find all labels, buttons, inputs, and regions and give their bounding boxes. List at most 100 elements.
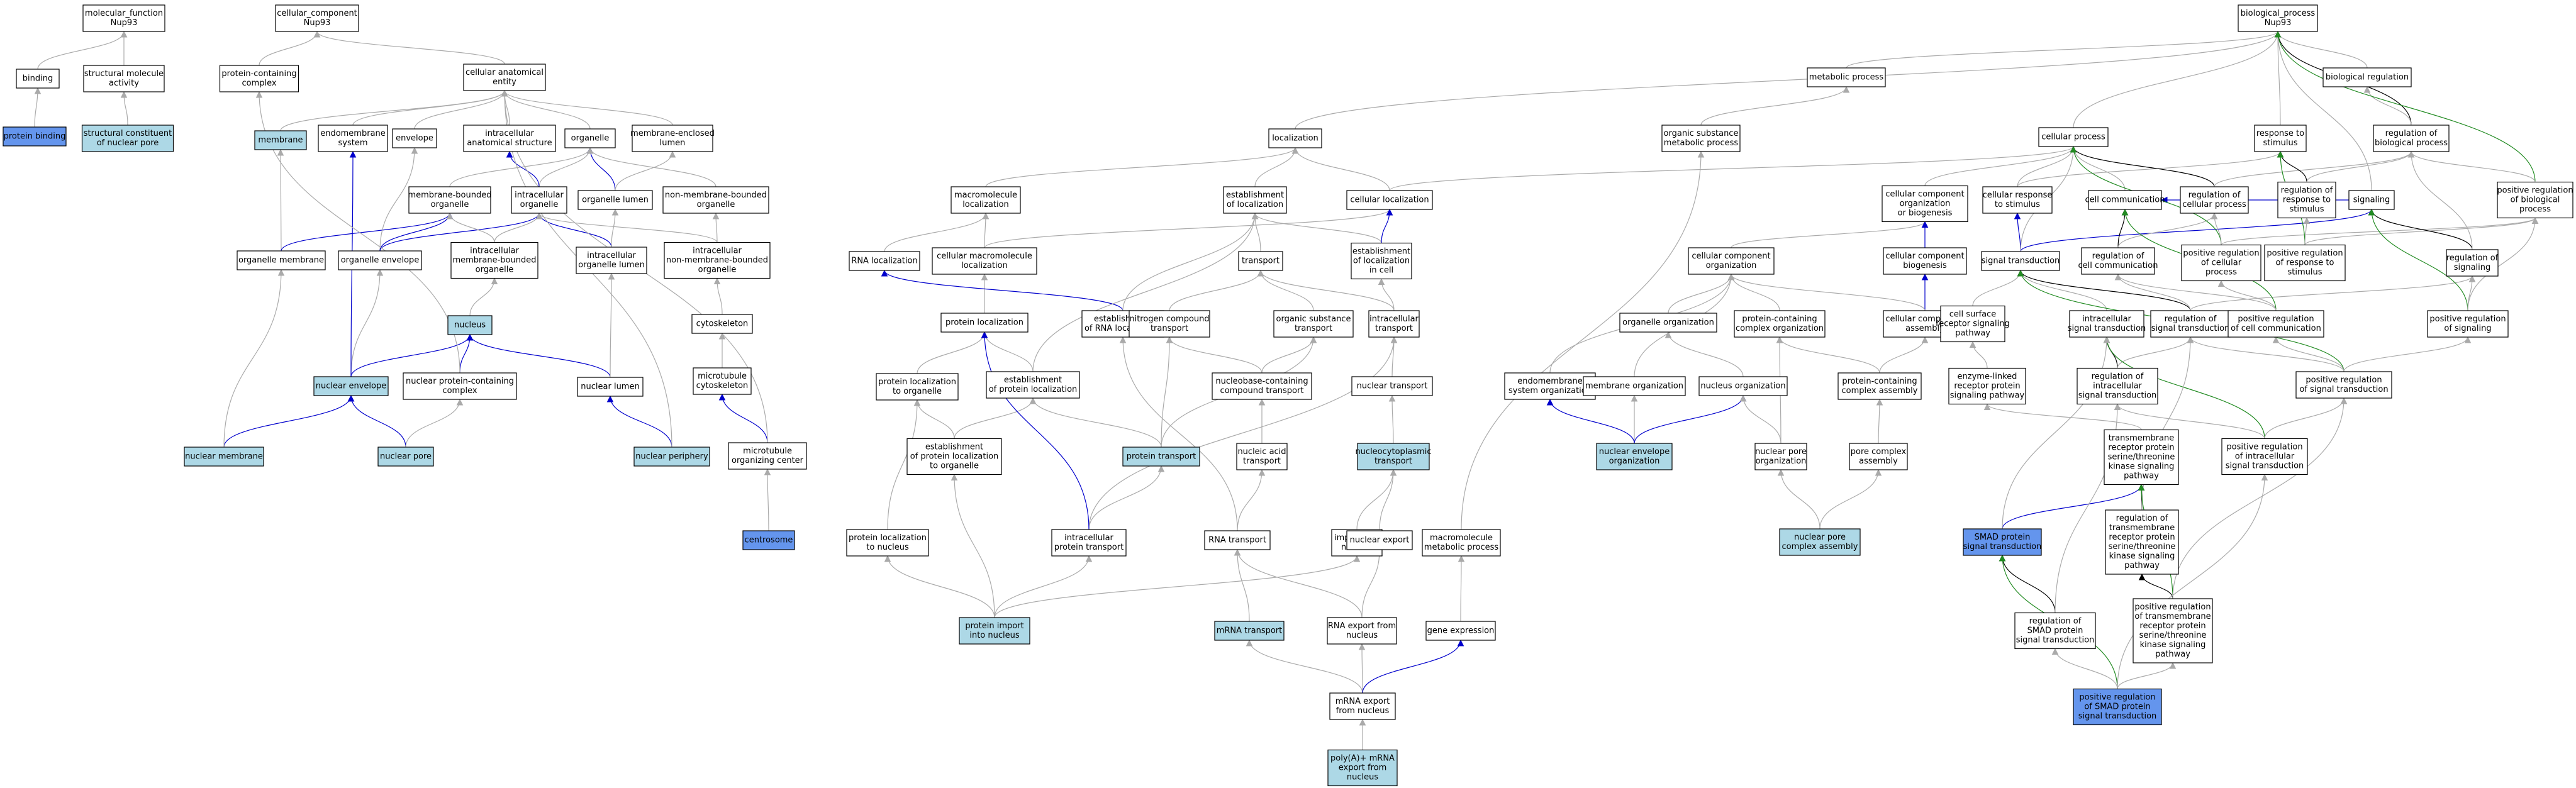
go-term-node-protein_binding[interactable]: protein binding — [3, 126, 67, 147]
go-term-node-organelle_env[interactable]: organelle envelope — [338, 250, 422, 270]
go-term-node-rna_loc[interactable]: RNA localization — [849, 251, 920, 271]
go-term-node-organelle_mem[interactable]: organelle membrane — [237, 250, 326, 270]
go-term-node-protein_loc[interactable]: protein localization — [940, 313, 1029, 333]
go-term-node-centrosome[interactable]: centrosome — [742, 530, 795, 550]
go-term-node-gene_expression[interactable]: gene expression — [1425, 621, 1496, 641]
go-term-node-nuclear_pore[interactable]: nuclear pore — [377, 447, 434, 467]
go-term-node-signaling[interactable]: signaling — [2348, 190, 2395, 210]
go-term-node-organelle_org[interactable]: organelle organization — [1619, 313, 1717, 333]
go-term-node-nuclear_membrane[interactable]: nuclear membrane — [184, 447, 264, 467]
go-term-node-nuclear_transport[interactable]: nuclear transport — [1351, 376, 1433, 396]
go-term-node-transport[interactable]: transport — [1238, 251, 1283, 271]
go-term-node-nuclear_lumen[interactable]: nuclear lumen — [577, 377, 644, 397]
go-term-node-rna_transport[interactable]: RNA transport — [1204, 530, 1271, 550]
go-term-node-nuclear_periphery[interactable]: nuclear periphery — [633, 447, 710, 467]
go-term-node-nucleus_org[interactable]: nucleus organization — [1698, 376, 1788, 396]
go-term-node-nucleus[interactable]: nucleus — [447, 315, 493, 335]
go-term-node-localization[interactable]: localization — [1268, 128, 1322, 148]
go-term-node-cell_comm[interactable]: cell communication — [2085, 190, 2165, 210]
go-term-node-mrna_transport[interactable]: mRNA transport — [1214, 621, 1285, 641]
go-term-node-organelle_lumen[interactable]: organelle lumen — [577, 190, 653, 210]
go-term-node-binding[interactable]: binding — [16, 69, 60, 89]
go-term-node-metabolic[interactable]: metabolic process — [1807, 67, 1886, 87]
go-term-node-cell_loc[interactable]: cellular localization — [1346, 190, 1433, 210]
go-term-node-protein_transport[interactable]: protein transport — [1122, 447, 1200, 467]
go-term-node-cytoskeleton[interactable]: cytoskeleton — [691, 314, 753, 334]
go-term-node-organelle[interactable]: organelle — [564, 128, 616, 148]
go-term-node-bio_reg[interactable]: biological regulation — [2322, 67, 2412, 87]
go-term-node-sig_trans[interactable]: signal transduction — [1981, 251, 2060, 271]
go-term-node-nuclear_export[interactable]: nuclear export — [1346, 530, 1413, 550]
go-term-node-ic_non_mem[interactable]: intracellularnon-membrane-boundedorganel… — [664, 241, 771, 279]
go-term-node-nuclear_env[interactable]: nuclear envelope — [313, 376, 389, 396]
go-term-node-envelope[interactable]: envelope — [392, 128, 437, 148]
go-term-node-cellular_process[interactable]: cellular process — [2038, 127, 2109, 147]
